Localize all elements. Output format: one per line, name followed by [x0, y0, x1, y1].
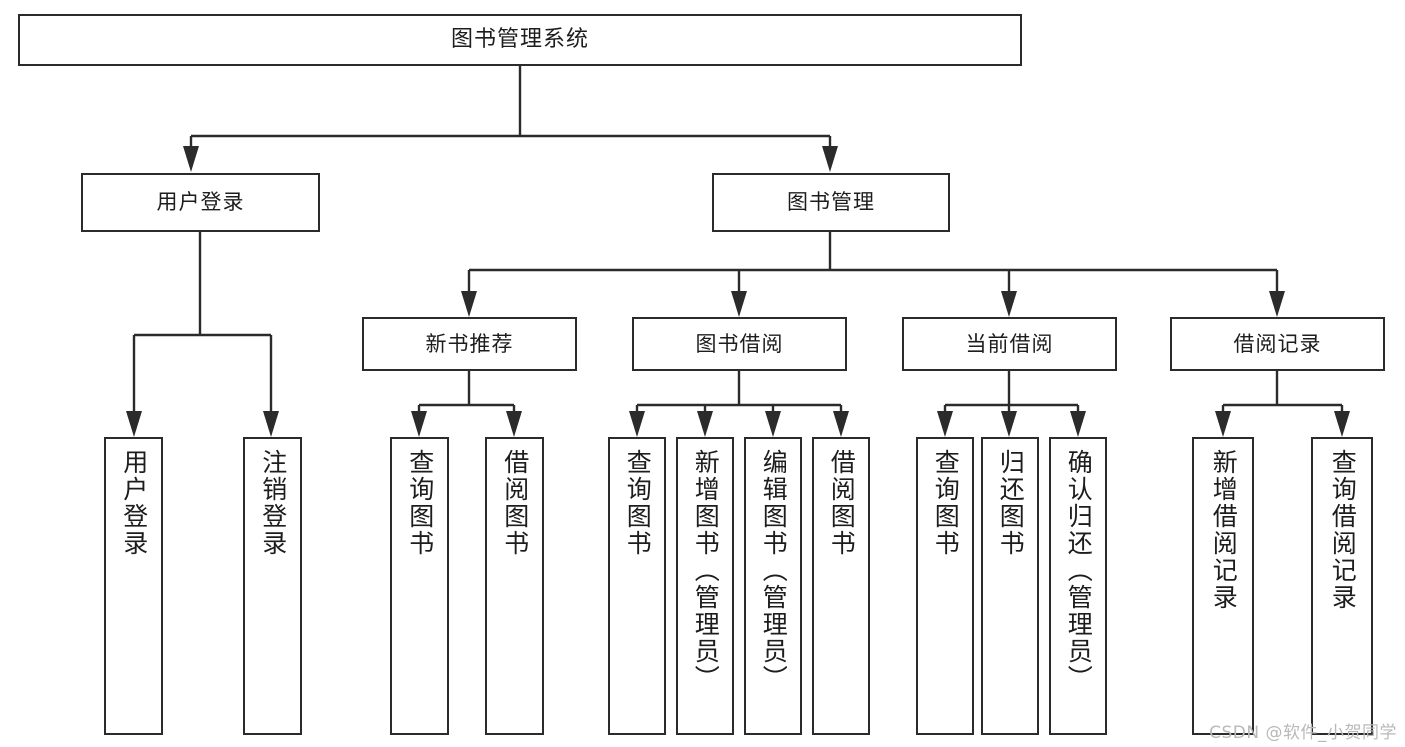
arrowhead-leaf-record-1 — [1215, 411, 1231, 437]
node-book-management-label: 图书管理 — [787, 190, 875, 215]
node-book-borrow-label: 图书借阅 — [695, 331, 784, 356]
arrowhead-leaf-borrow-3 — [765, 411, 781, 437]
leaf-current-return-book[interactable]: 归还图书 — [981, 437, 1039, 735]
node-book-borrow[interactable]: 图书借阅 — [632, 317, 847, 371]
arrowhead-leaf-record-2 — [1334, 411, 1350, 437]
arrowhead-tier2-2 — [731, 291, 747, 317]
arrowhead-leaf-borrow-2 — [697, 411, 713, 437]
arrowhead-book-mgmt — [822, 146, 838, 172]
leaf-user-login-login-label: 用户登录 — [119, 449, 149, 557]
leaf-user-login-logout[interactable]: 注销登录 — [243, 437, 302, 735]
leaf-record-query-record-label: 查询借阅记录 — [1328, 449, 1358, 611]
leaf-recommend-query-book[interactable]: 查询图书 — [390, 437, 449, 735]
leaf-borrow-add-book-label: 新增图书（管理员） — [691, 449, 721, 692]
leaf-borrow-edit-book[interactable]: 编辑图书（管理员） — [744, 437, 802, 735]
leaf-current-return-book-label: 归还图书 — [996, 449, 1026, 557]
leaf-borrow-add-book[interactable]: 新增图书（管理员） — [676, 437, 734, 735]
leaf-borrow-query-book[interactable]: 查询图书 — [608, 437, 666, 735]
arrowhead-user-login — [183, 146, 199, 172]
leaf-recommend-query-book-label: 查询图书 — [405, 449, 435, 557]
node-new-book-recommend[interactable]: 新书推荐 — [362, 317, 577, 371]
node-borrow-record[interactable]: 借阅记录 — [1170, 317, 1385, 371]
node-root-label: 图书管理系统 — [450, 27, 589, 53]
node-current-borrow[interactable]: 当前借阅 — [902, 317, 1117, 371]
arrowhead-tier2-1 — [461, 291, 477, 317]
leaf-current-confirm-return[interactable]: 确认归还（管理员） — [1049, 437, 1107, 735]
arrowhead-tier2-3 — [1001, 291, 1017, 317]
node-borrow-record-label: 借阅记录 — [1233, 331, 1322, 356]
node-user-login[interactable]: 用户登录 — [81, 173, 320, 232]
arrowhead-tier2-4 — [1269, 291, 1285, 317]
leaf-record-add-record-label: 新增借阅记录 — [1209, 449, 1239, 611]
node-root[interactable]: 图书管理系统 — [18, 14, 1022, 66]
node-book-management[interactable]: 图书管理 — [712, 173, 950, 232]
leaf-recommend-borrow-book[interactable]: 借阅图书 — [485, 437, 544, 735]
leaf-current-query-book[interactable]: 查询图书 — [916, 437, 974, 735]
arrowhead-leaf-recommend-1 — [411, 411, 427, 437]
leaf-current-confirm-return-label: 确认归还（管理员） — [1064, 449, 1094, 692]
leaf-borrow-query-book-label: 查询图书 — [623, 449, 653, 557]
arrowhead-leaf-user-login-2 — [263, 411, 279, 437]
arrowhead-leaf-borrow-1 — [629, 411, 645, 437]
arrowhead-leaf-current-2 — [1001, 411, 1017, 437]
leaf-record-add-record[interactable]: 新增借阅记录 — [1192, 437, 1254, 735]
leaf-current-query-book-label: 查询图书 — [931, 449, 961, 557]
leaf-borrow-edit-book-label: 编辑图书（管理员） — [759, 449, 789, 692]
leaf-borrow-borrow-book-label: 借阅图书 — [827, 449, 857, 557]
watermark: CSDN @软件_小贺同学 — [1209, 723, 1397, 743]
arrowhead-leaf-current-1 — [937, 411, 953, 437]
node-user-login-label: 用户登录 — [156, 190, 245, 215]
leaf-user-login-logout-label: 注销登录 — [258, 449, 288, 557]
leaf-record-query-record[interactable]: 查询借阅记录 — [1311, 437, 1373, 735]
arrowhead-leaf-recommend-2 — [506, 411, 522, 437]
node-current-borrow-label: 当前借阅 — [965, 331, 1054, 356]
leaf-user-login-login[interactable]: 用户登录 — [104, 437, 163, 735]
node-new-book-recommend-label: 新书推荐 — [425, 331, 514, 356]
arrowhead-leaf-user-login-1 — [126, 411, 142, 437]
leaf-recommend-borrow-book-label: 借阅图书 — [500, 449, 530, 557]
arrowhead-leaf-current-3 — [1070, 411, 1086, 437]
arrowhead-leaf-borrow-4 — [833, 411, 849, 437]
leaf-borrow-borrow-book[interactable]: 借阅图书 — [812, 437, 870, 735]
